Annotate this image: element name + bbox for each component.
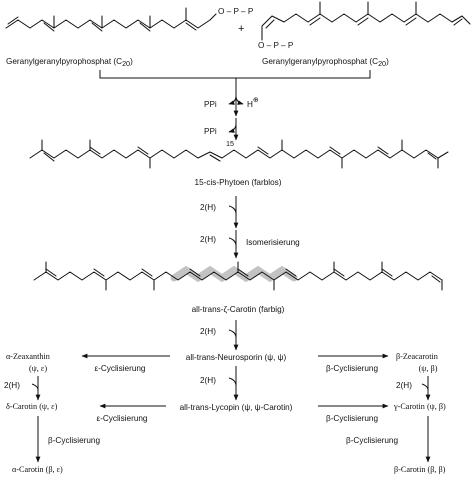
ppi-label-2: PPi <box>204 127 217 136</box>
zeacarotin-ends: (ψ, β) <box>419 364 438 373</box>
alpha-carotene-label: α-Carotin (β, ε) <box>12 465 63 474</box>
right-cyc2-label: β-Cyclisierung <box>326 414 378 423</box>
phytoene-structure <box>29 139 449 169</box>
plus-sign: + <box>238 23 244 35</box>
delta-label: δ-Carotin (ψ, ε) <box>6 402 58 411</box>
arrow-h-in-6 <box>228 377 237 387</box>
zeacarotin-label: β-Zeacarotin <box>396 352 438 361</box>
left-cyc1-label: ε-Cyclisierung <box>95 364 146 373</box>
substrate-left-group: O – P – P <box>218 7 254 16</box>
substrate-left-structure <box>5 7 217 32</box>
right-cyc1-label: β-Cyclisierung <box>326 364 378 373</box>
neurosporin-label: all-trans-Neurosporin (ψ, ψ) <box>186 353 287 362</box>
merge-bracket <box>99 70 371 86</box>
left-h-label: 2(H) <box>4 381 20 390</box>
arrow-h-in-3 <box>228 205 237 215</box>
gamma-label: γ-Carotin (ψ, β) <box>393 402 446 411</box>
zeta-carotene-structure <box>33 261 443 291</box>
substrate-right-label: Geranylgeranylpyrophosphat (C20) <box>262 57 389 68</box>
lycopin-label: all-trans-Lycopin (ψ, ψ-Carotin) <box>180 403 293 412</box>
right-h-label: 2(H) <box>396 381 412 390</box>
right-cyc3-label: β-Cyclisierung <box>346 436 398 445</box>
arrow-h-in-4 <box>228 237 237 247</box>
beta-carotene-label: β-Carotin (β, β) <box>394 465 446 474</box>
zeta-label: all-trans-ζ-Carotin (farbig) <box>192 305 285 314</box>
arrow-h-in-left <box>31 383 39 391</box>
arrow-h-in-5 <box>228 329 237 339</box>
left-cyc3-label: β-Cyclisierung <box>48 436 100 445</box>
left-cyc2-label: ε-Cyclisierung <box>97 414 148 423</box>
arrow-h-in-right <box>421 383 429 391</box>
zeaxanthin-ends: (ψ, ε) <box>29 364 47 373</box>
ppi-label-1: PPi <box>204 100 217 109</box>
phytoene-label: 15-cis-Phytoen (farblos) <box>195 178 282 187</box>
phytoene-locant: 15 <box>226 139 234 148</box>
substrate-left-label: Geranylgeranylpyrophosphat (C20) <box>6 57 133 68</box>
h-label-5: 2(H) <box>200 327 216 336</box>
substrate-right-structure <box>261 1 471 41</box>
isomerisierung-label: Isomerisierung <box>246 238 300 247</box>
h-label-4: 2(H) <box>200 235 216 244</box>
arrow-ppi-out-2 <box>228 123 237 133</box>
zeaxanthin-label: α-Zeaxanthin <box>6 352 50 361</box>
h-label-3: 2(H) <box>200 203 216 212</box>
arrow-h-out <box>235 95 244 105</box>
h-label-6: 2(H) <box>200 376 216 385</box>
proton-label: H⊕ <box>247 95 259 109</box>
substrate-right-group: O – P – P <box>258 41 294 50</box>
arrow-ppi-out-1 <box>228 95 237 105</box>
